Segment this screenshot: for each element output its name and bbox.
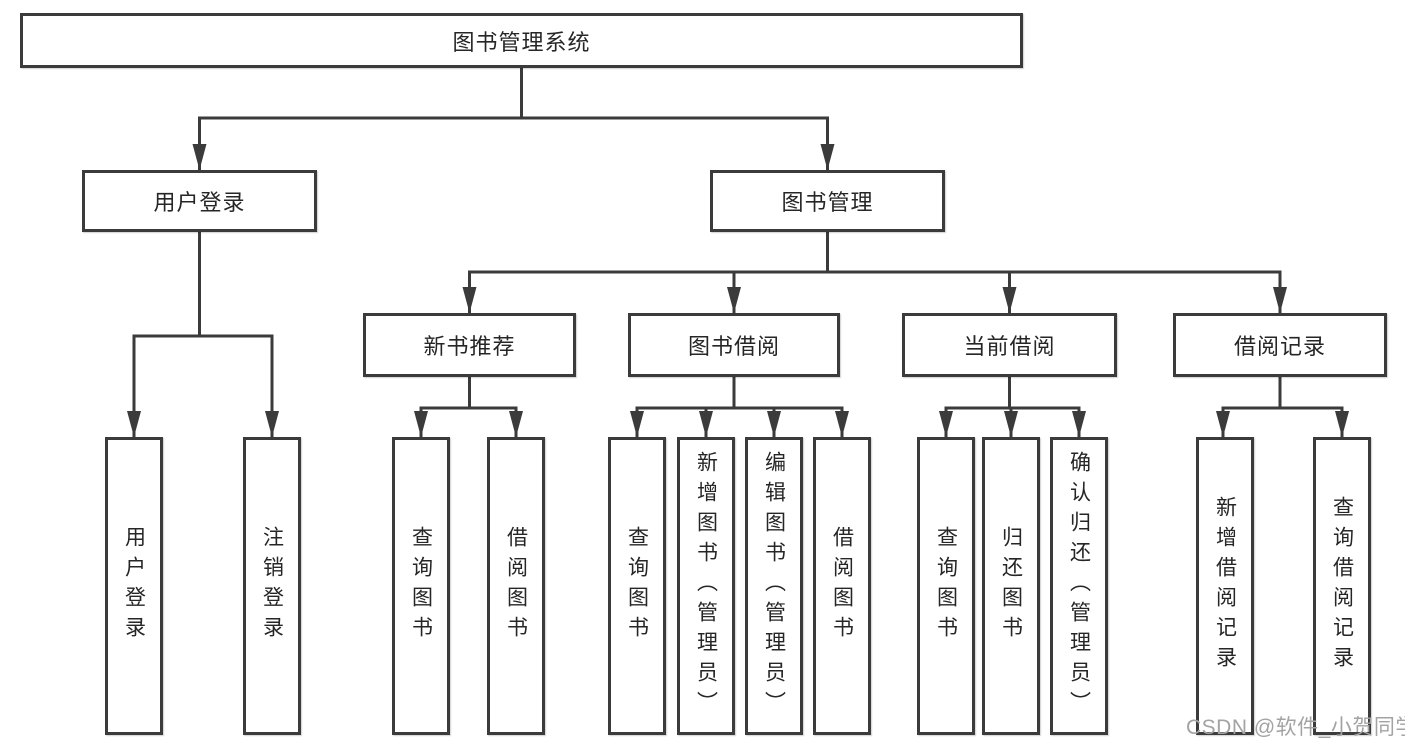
leaf-borrow-books-2: 借阅图书 xyxy=(813,437,871,735)
leaf-edit-books-admin: 编辑图书（管理员） xyxy=(745,437,803,735)
leaf-user-login: 用户登录 xyxy=(105,437,163,735)
node-library-system: 图书管理系统 xyxy=(20,13,1023,68)
leaf-confirm-return-admin: 确认归还（管理员） xyxy=(1050,437,1108,735)
leaf-add-borrow-record: 新增借阅记录 xyxy=(1196,437,1254,735)
leaf-query-borrow-record: 查询借阅记录 xyxy=(1313,437,1371,735)
node-book-management: 图书管理 xyxy=(710,170,945,232)
csdn-watermark: CSDN @软件_小贺同学 xyxy=(1186,716,1405,739)
leaf-query-books: 查询图书 xyxy=(392,437,450,735)
leaf-return-books: 归还图书 xyxy=(982,437,1040,735)
leaf-logout: 注销登录 xyxy=(243,437,301,735)
node-current-borrowing: 当前借阅 xyxy=(902,313,1117,377)
leaf-query-books-3: 查询图书 xyxy=(917,437,975,735)
node-user-login: 用户登录 xyxy=(82,170,317,232)
leaf-query-books-2: 查询图书 xyxy=(608,437,666,735)
leaf-borrow-books: 借阅图书 xyxy=(487,437,545,735)
node-book-borrowing: 图书借阅 xyxy=(628,313,840,377)
node-borrowing-records: 借阅记录 xyxy=(1173,313,1387,377)
leaf-add-books-admin: 新增图书（管理员） xyxy=(677,437,735,735)
node-new-book-recommend: 新书推荐 xyxy=(363,313,576,377)
